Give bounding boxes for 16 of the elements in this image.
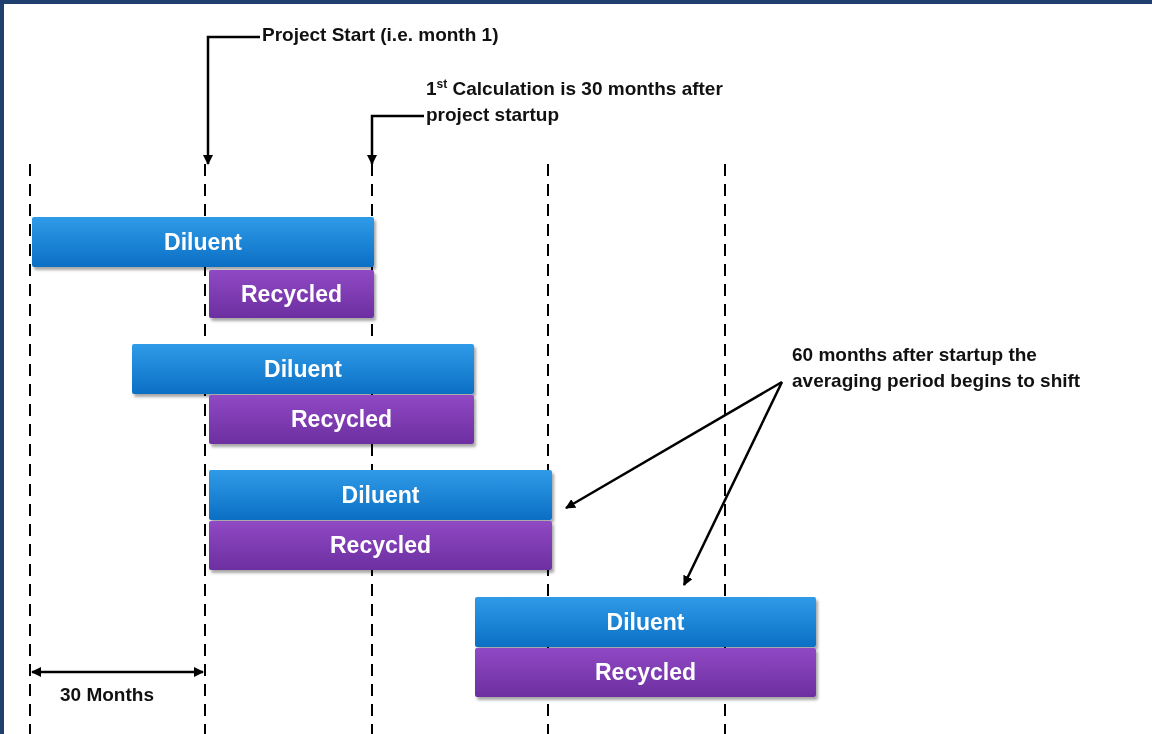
diluent-bar: Diluent	[132, 344, 474, 394]
leader-arrow	[367, 114, 424, 165]
leader-arrow	[565, 380, 783, 510]
recycled-bar: Recycled	[475, 648, 816, 697]
diluent-bar: Diluent	[475, 597, 816, 647]
dimension-label: 30 Months	[60, 683, 154, 707]
recycled-bar: Recycled	[209, 270, 374, 318]
annotation-text: 1$^{st}$ Calculation is 30 months after project startup	[426, 76, 756, 132]
annotation-text: 60 months after startup the averaging period begins to shift	[792, 342, 1102, 424]
recycled-bar: Recycled	[209, 395, 474, 444]
diluent-bar: Diluent	[32, 217, 374, 267]
diluent-bar: Diluent	[209, 470, 552, 520]
annotation-text: Project Start (i.e. month 1)	[262, 22, 562, 52]
recycled-bar: Recycled	[209, 521, 552, 570]
leader-arrow	[203, 35, 260, 165]
leader-arrow	[682, 381, 784, 586]
